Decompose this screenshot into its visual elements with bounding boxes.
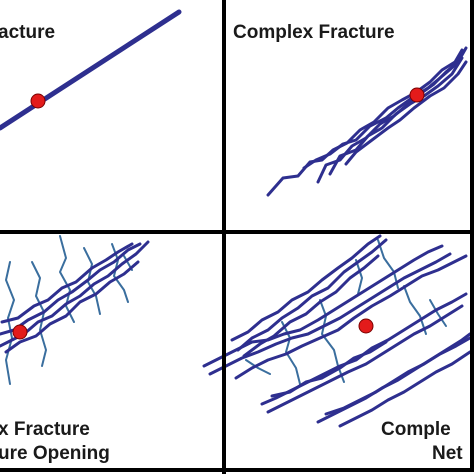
fissure-line — [377, 239, 399, 289]
fracture-strand — [344, 60, 468, 166]
fracture-strand — [328, 56, 464, 176]
panel-complex-fracture — [266, 46, 468, 197]
fracture-strand — [302, 64, 456, 170]
panel-label-network-line2: Net — [432, 443, 463, 464]
injection-point — [12, 324, 28, 340]
injection-point — [30, 93, 46, 109]
panel-label-complex: Complex Fracture — [233, 22, 395, 43]
horizontal-divider — [0, 230, 474, 234]
panel-label-fissure-line1: x Fracture — [0, 419, 90, 440]
fissure-line — [83, 247, 101, 315]
fissure-line — [245, 359, 271, 375]
planar-fracture-line — [0, 9, 182, 131]
panel-label-fissure-line2: ure Opening — [0, 443, 110, 464]
fissure-line — [59, 235, 75, 323]
fracture-strand — [270, 340, 388, 398]
fracture-strand — [4, 260, 140, 354]
fracture-strand — [324, 336, 472, 416]
injection-point — [409, 87, 425, 103]
fissure-line — [403, 285, 427, 335]
panel-planar-fracture — [0, 9, 182, 131]
fissure-line — [5, 261, 15, 385]
panel-fracture-network — [202, 234, 472, 428]
fracture-strand — [266, 304, 464, 414]
panel-label-network-line1: Comple — [381, 419, 451, 440]
fracture-strand — [0, 242, 134, 324]
vertical-divider — [222, 0, 226, 474]
injection-point — [358, 318, 374, 334]
fracture-strand — [0, 242, 142, 336]
fracture-strand — [234, 254, 468, 380]
fissure-line — [355, 259, 363, 295]
fissure-line — [429, 299, 447, 327]
fracture-strand — [208, 252, 452, 376]
fracture-strand — [202, 244, 444, 368]
fracture-strand — [236, 238, 388, 352]
panel-label-planar: acture — [0, 22, 56, 43]
fracture-strand — [230, 234, 382, 342]
panel-fissure-opening — [0, 235, 150, 385]
fracture-strand — [338, 350, 472, 428]
